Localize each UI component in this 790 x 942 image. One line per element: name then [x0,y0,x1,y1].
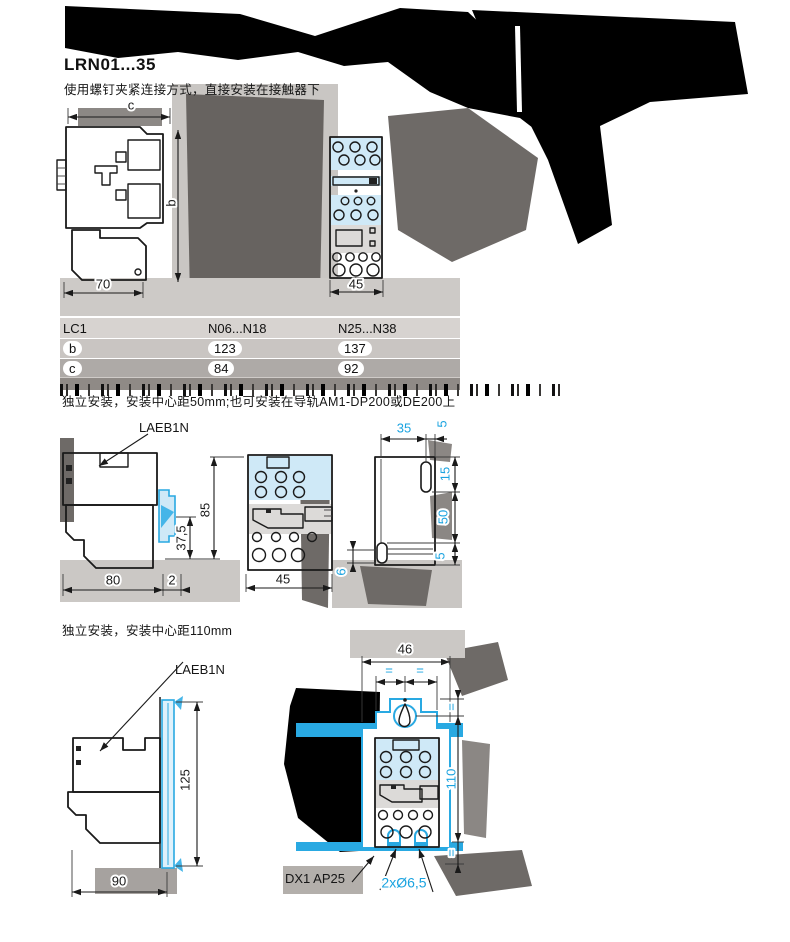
figure1-side-view [56,108,182,298]
dim-label-80: 80 [106,572,120,587]
dim-label-90: 90 [112,873,126,888]
figure2-side-view [62,433,244,596]
dim-label-15: 15 [437,467,452,481]
dim-label-70: 70 [96,276,110,291]
note-independent-110: 独立安装，安装中心距110mm [62,624,233,638]
figure2-front-view [245,454,333,592]
dim-label-6: 6 [333,568,348,575]
equal-mark-left: = [385,662,393,677]
dim-label-35: 35 [397,420,411,435]
table-header-row: LC1 N06...N18 N25...N38 [60,318,460,338]
table-row: c 84 92 [60,358,460,377]
artifact-barcode-stripes [60,384,560,396]
table-cell-c-n06: 84 [208,360,235,376]
table-cell-dim-c: c [63,360,82,376]
accessory-label-laeb1n-mid: LAEB1N [139,420,189,435]
accessory-label-laeb1n-bottom: LAEB1N [175,662,225,677]
dimension-labels: c b 70 45 80 2 37,5 85 45 35 5 15 50 5 6… [94,95,461,892]
equal-mark-bottom: = [443,849,458,857]
dim-label-50: 50 [435,510,450,524]
dim-label-45-mid: 45 [276,571,290,586]
table-cell-b-n25: 137 [338,341,372,356]
figure3-drilling-plan [296,656,464,893]
dim-label-46: 46 [398,641,412,656]
dim-label-125: 125 [177,769,192,791]
dim-label-45-front: 45 [349,276,363,291]
table-header-n06-n18: N06...N18 [208,320,267,336]
figure1-front-view [329,136,384,297]
note-independent-50: 独立安装，安装中心距50mm;也可安装在导轨AM1-DP200或DE200上 [62,395,456,409]
page-title: LRN01...35 [64,55,156,74]
rail-label-dx1-ap25: DX1 AP25 [285,871,345,886]
table-header-n25-n38: N25...N38 [338,320,397,336]
dim-label-5-top: 5 [434,420,449,427]
table-cell-dim-b: b [63,341,83,356]
table-row: b 123 137 [60,338,460,358]
keyhole-mounting-hole [393,704,417,728]
table-cell-c-n25: 92 [338,360,365,376]
dim-label-b: b [163,199,178,206]
figure3-side-view [67,661,203,897]
dim-label-c: c [128,97,135,112]
equal-mark-right: = [416,662,424,677]
figure2-mounting-plate [347,434,460,572]
dim-label-110: 110 [443,769,458,790]
table-header-lc1: LC1 [63,320,87,336]
dim-label-2: 2 [168,572,175,587]
dim-label-85: 85 [197,503,212,517]
equal-mark-top: = [443,703,458,711]
dim-label-37-5: 37,5 [173,525,188,550]
note-screw-mounting: 使用螺钉夹紧连接方式，直接安装在接触器下 [64,83,321,97]
dim-label-holes: 2xØ6,5 [381,875,426,891]
table-cell-b-n06: 123 [208,341,242,356]
dim-label-5-bottom: 5 [432,552,447,559]
